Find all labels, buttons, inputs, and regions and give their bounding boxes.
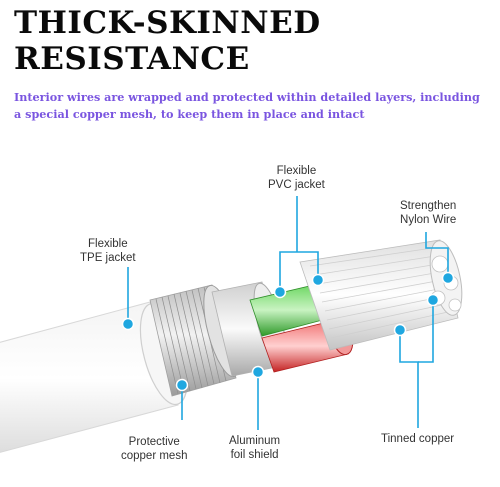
callout-dot-icon — [441, 271, 455, 285]
callout-dots — [121, 271, 455, 392]
copper-mesh-label: Protective copper mesh — [121, 436, 188, 462]
callout-line-nylon — [425, 232, 449, 276]
callout-dot-icon — [121, 317, 135, 331]
tpe-jacket-label: Flexible TPE jacket — [80, 238, 136, 264]
callout-dot-icon — [273, 285, 287, 299]
callout-dot-icon — [426, 293, 440, 307]
tinned-copper-strands — [299, 239, 463, 351]
heading-line-1: THICK-SKINNED — [14, 5, 321, 41]
callout-dot-icon — [251, 365, 265, 379]
callout-dot-icon — [175, 378, 189, 392]
callout-line-tinned — [399, 330, 419, 428]
description-line-1: Interior wires are wrapped and protected… — [14, 90, 480, 104]
callout-line-pvc-bracket — [279, 251, 319, 292]
description-line-2: a special copper mesh, to keep them in p… — [14, 107, 365, 121]
callout-line-tinned-branch — [418, 300, 434, 363]
callout-lines — [127, 196, 449, 430]
callout-dot-icon — [311, 273, 325, 287]
foil-shield-label: Aluminum foil shield — [229, 435, 281, 461]
heading-line-2: RESISTANCE — [14, 41, 250, 77]
description: Interior wires are wrapped and protected… — [14, 89, 500, 123]
pvc-jacket-label: Flexible PVC jacket — [268, 165, 325, 191]
callout-dot-icon — [393, 323, 407, 337]
tinned-copper-label: Tinned copper — [381, 433, 455, 445]
nylon-wire-label: Strengthen Nylon Wire — [400, 200, 457, 226]
